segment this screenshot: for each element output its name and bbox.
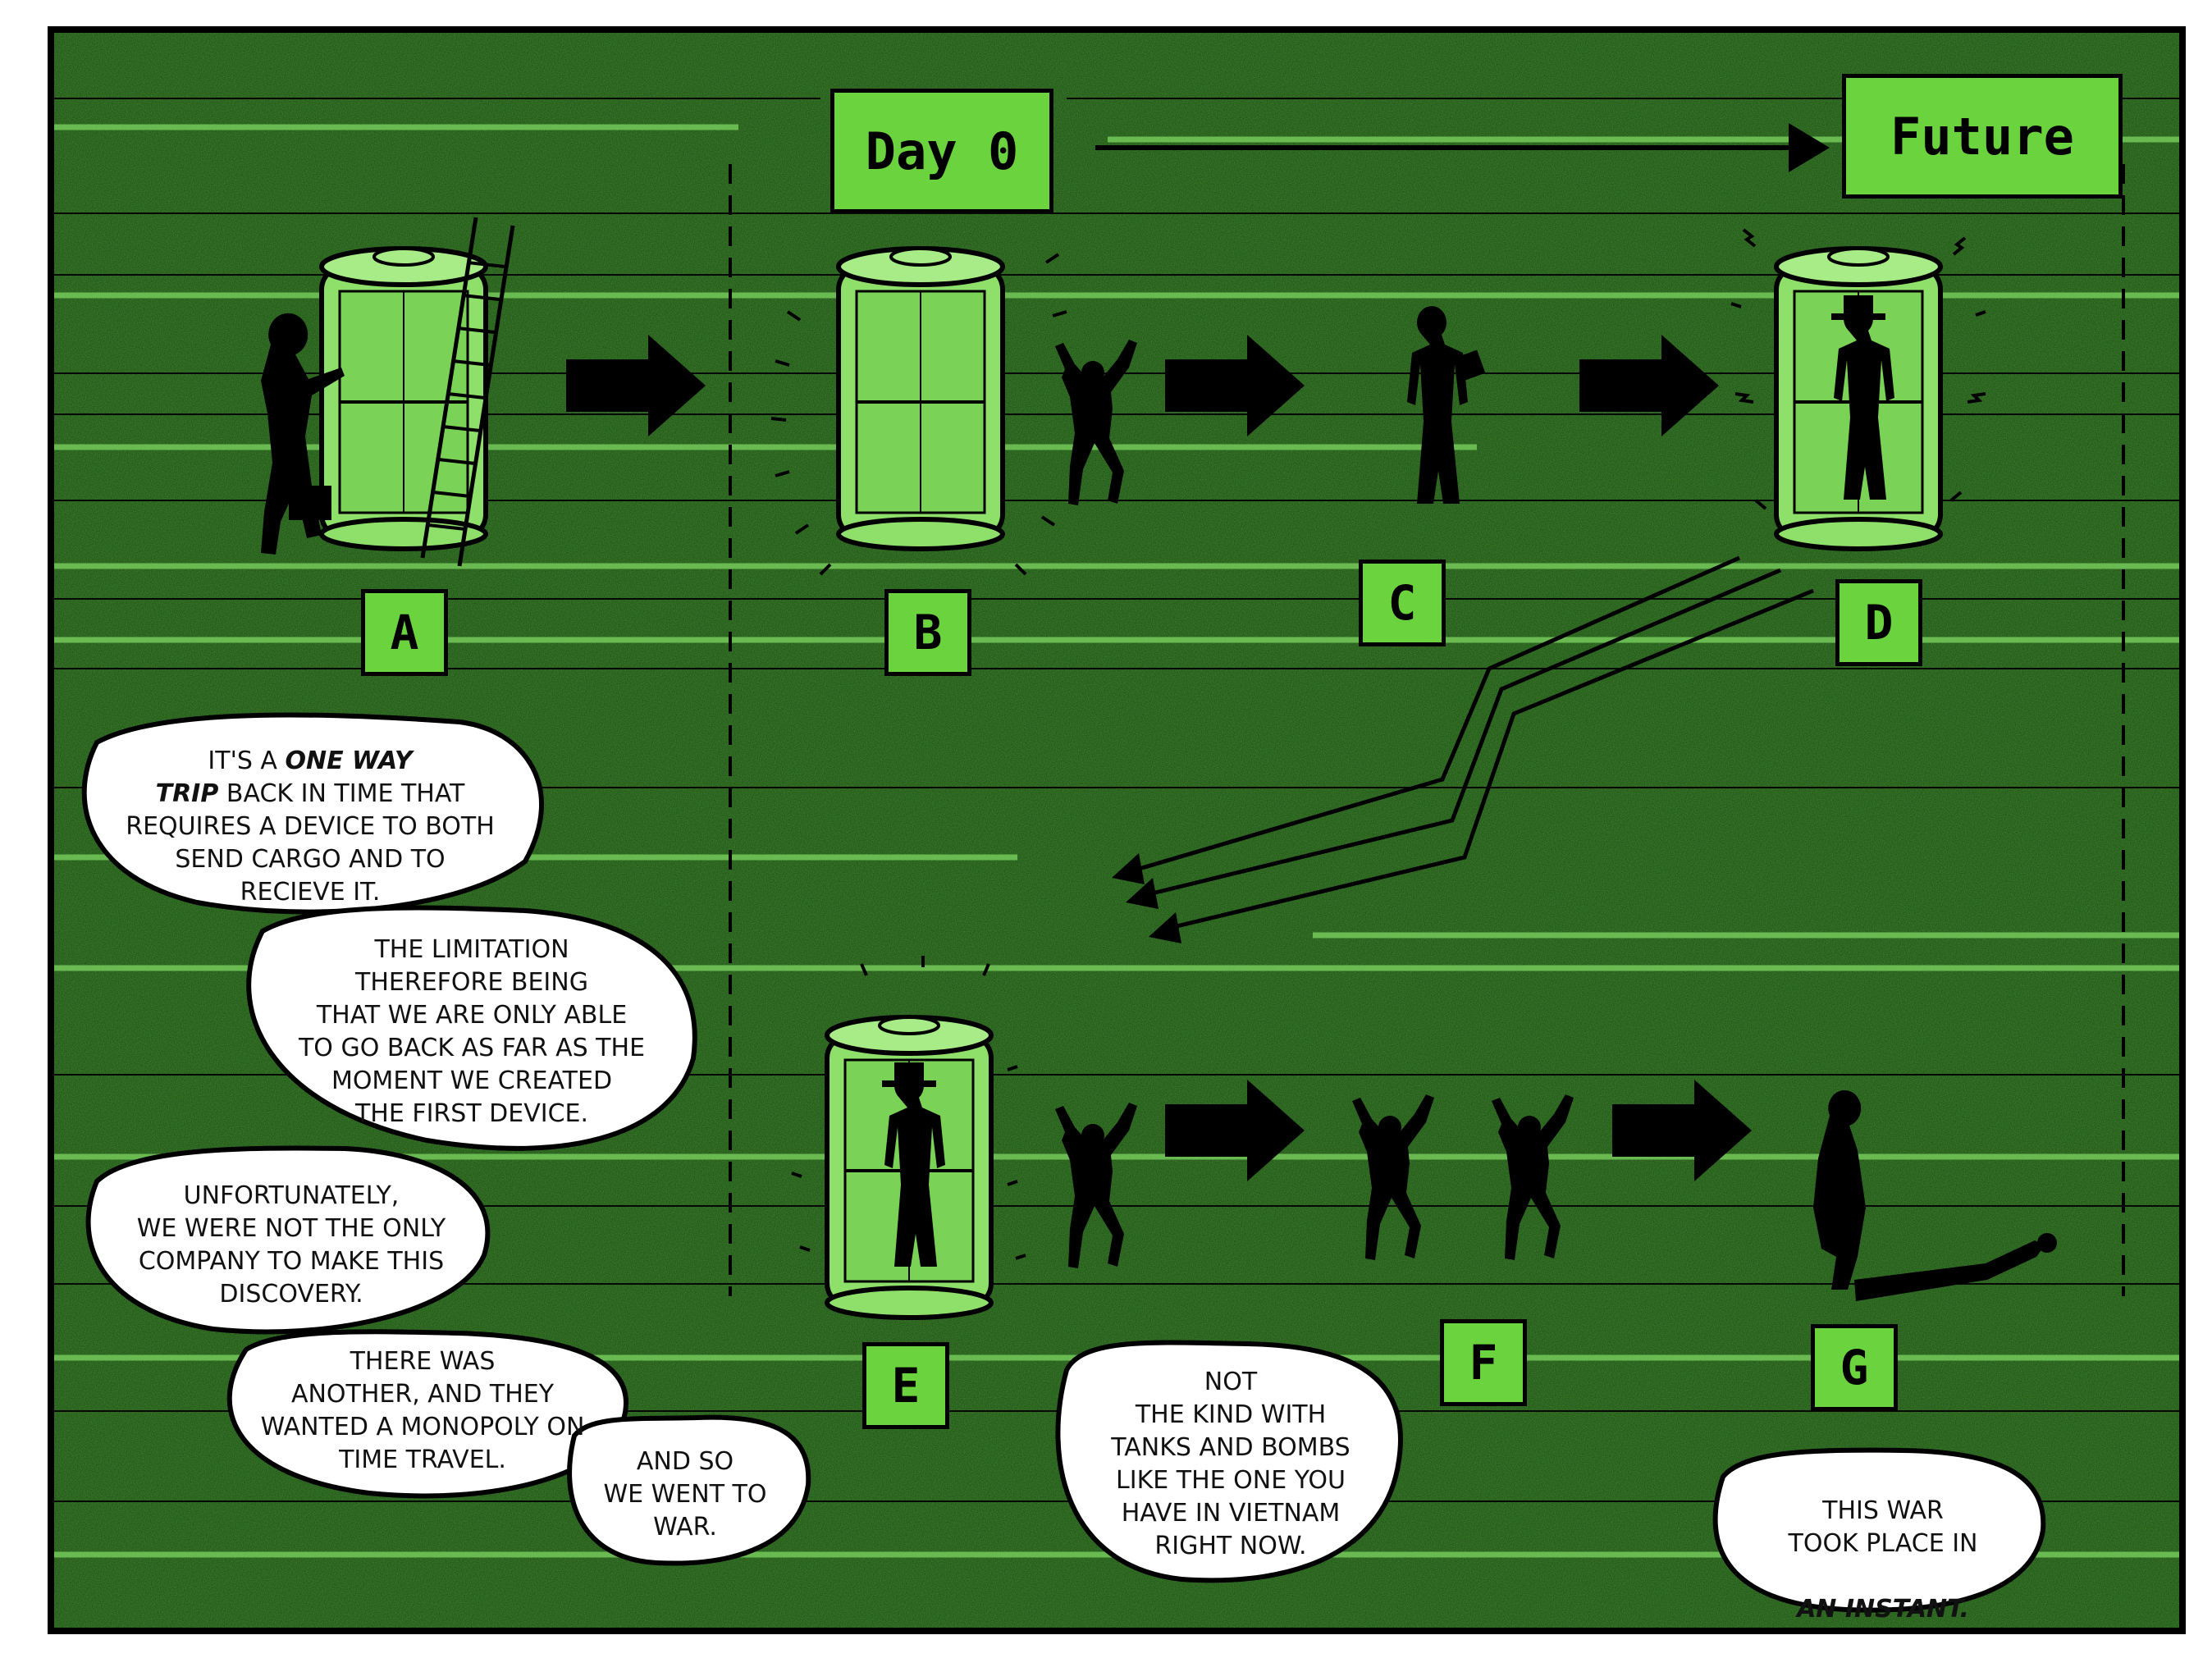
speech-bubbles — [81, 712, 2046, 1613]
stage-label-f: F — [1440, 1319, 1527, 1406]
bubble-7 — [1712, 1447, 2046, 1613]
bubble-5 — [567, 1414, 811, 1566]
stage-label-b: B — [884, 589, 971, 676]
caption-1-d: BACK IN TIME THAT — [218, 779, 465, 808]
caption-1-emph2: TRIP — [155, 779, 219, 808]
caption-5: AND SO WE WENT TO WAR. — [603, 1447, 767, 1542]
caption-4: THERE WAS ANOTHER, AND THEY WANTED A MON… — [260, 1347, 585, 1474]
bubble-3 — [85, 1145, 491, 1335]
stage-label-g: G — [1811, 1324, 1898, 1411]
stage-c-figure — [1407, 306, 1486, 504]
stage-label-a: A — [361, 589, 448, 676]
bubble-1 — [81, 712, 544, 915]
caption-1-g: RECIEVE IT. — [240, 878, 381, 907]
bubble-2 — [246, 905, 697, 1151]
stage-b-figure — [770, 249, 1137, 576]
caption-2: THE LIMITATION THEREFORE BEING THAT WE A… — [298, 935, 646, 1128]
bubble-6 — [1055, 1340, 1403, 1583]
caption-1-emph1: ONE WAY — [285, 747, 413, 775]
caption-1-e: REQUIRES A DEVICE TO BOTH — [126, 812, 495, 841]
caption-1-a: IT'S A — [208, 747, 286, 775]
caption-1: IT'S A ONE WAY TRIP BACK IN TIME THAT RE… — [97, 745, 523, 909]
time-travel-zigzag — [1136, 555, 1814, 929]
caption-1-f: SEND CARGO AND TO — [175, 845, 446, 874]
stage-d-figure — [1730, 228, 1986, 549]
timeline-arrow — [1095, 123, 1830, 172]
stage-label-d: D — [1835, 579, 1922, 666]
caption-6: NOT THE KIND WITH TANKS AND BOMBS LIKE T… — [1111, 1368, 1351, 1560]
stage-g-figure — [1813, 1089, 2057, 1301]
stage-label-c: C — [1359, 560, 1446, 646]
stage-e-figure — [791, 956, 1137, 1318]
caption-7: THIS WAR TOOK PLACE IN AN INSTANT. — [1731, 1462, 2035, 1626]
stage-label-e: E — [862, 1342, 949, 1429]
zigzag-arrowheads — [1112, 853, 1181, 943]
future-label: Future — [1842, 74, 2123, 199]
caption-7-a: THIS WAR TOOK PLACE IN — [1788, 1496, 1978, 1558]
caption-3: UNFORTUNATELY, WE WERE NOT THE ONLY COMP… — [136, 1181, 446, 1309]
day0-label: Day 0 — [830, 89, 1053, 213]
stage-a-figure — [261, 217, 515, 567]
caption-7-emph: AN INSTANT. — [1797, 1595, 1969, 1624]
